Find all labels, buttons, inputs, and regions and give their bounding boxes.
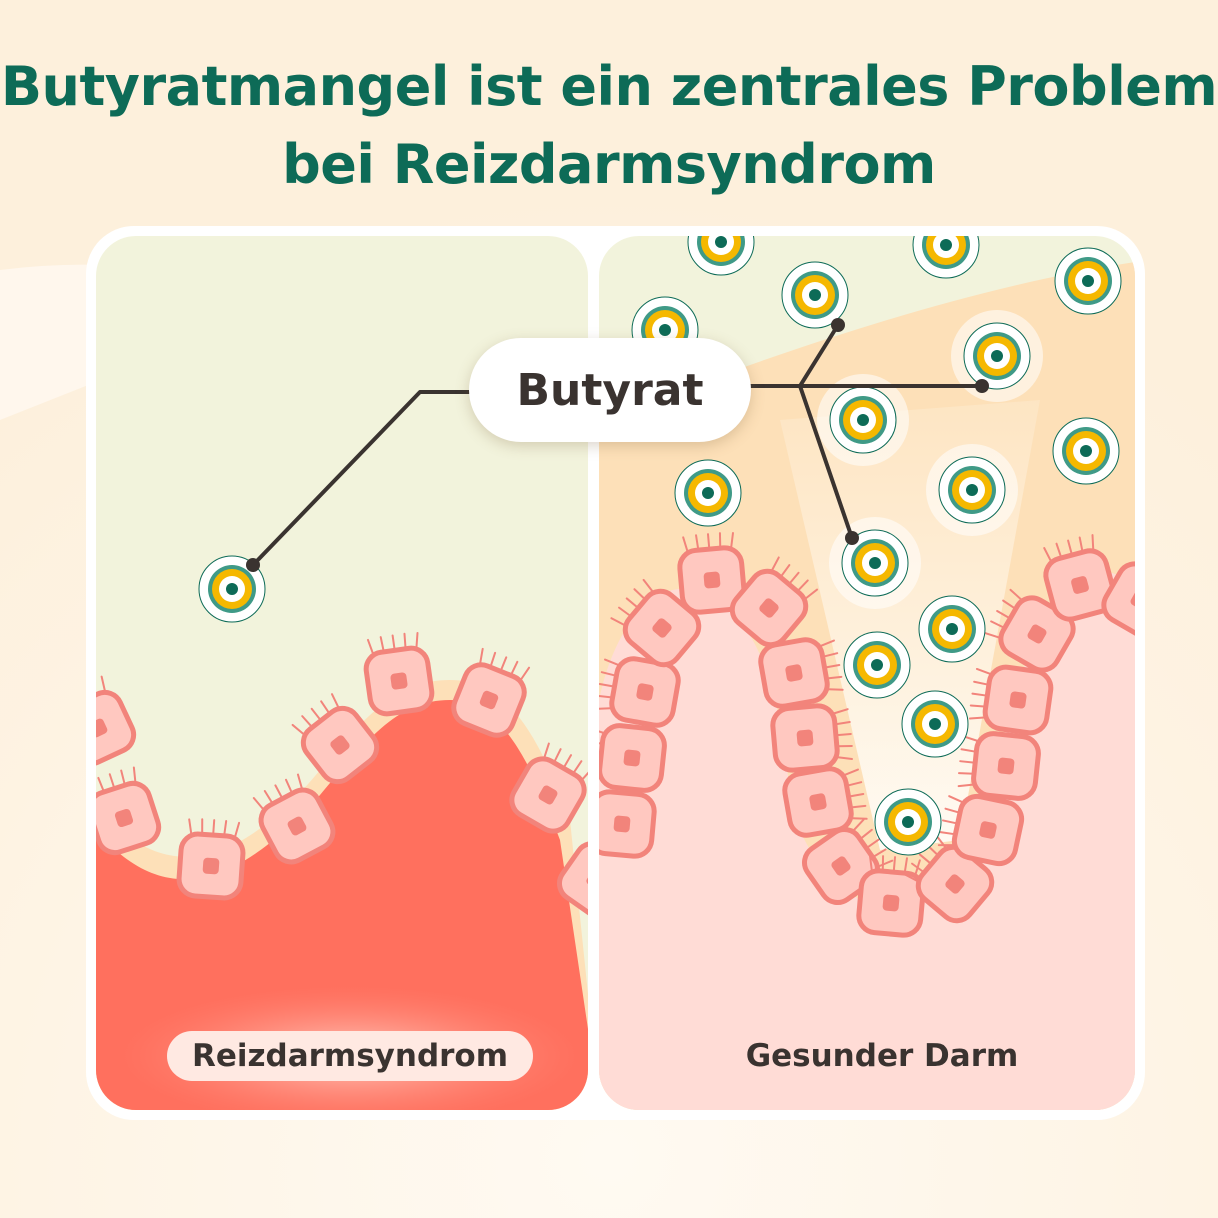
butyrate-cell xyxy=(843,631,911,699)
butyrate-cell xyxy=(912,236,980,279)
title-line-2: bei Reizdarmsyndrom xyxy=(282,133,936,196)
butyrate-cell xyxy=(963,322,1031,390)
label-healthy: Gesunder Darm xyxy=(745,1038,1019,1074)
healthy-tissue xyxy=(599,570,1135,1110)
butyrate-cell xyxy=(1052,417,1120,485)
butyrate-cell xyxy=(918,595,986,663)
callout-connectors xyxy=(251,323,984,567)
butyrate-cell xyxy=(874,788,942,856)
butyrate-cell xyxy=(1054,247,1122,315)
butyrate-cell xyxy=(938,456,1006,524)
connector-dots xyxy=(246,318,989,572)
title-line-1: Butyratmangel ist ein zentrales Problem xyxy=(0,55,1218,118)
panel-ibs xyxy=(96,236,588,1110)
butyrate-cell xyxy=(687,236,755,276)
label-ibs: Reizdarmsyndrom xyxy=(167,1031,533,1081)
butyrate-callout: Butyrat xyxy=(469,338,751,442)
page-title: Butyratmangel ist ein zentrales Problem … xyxy=(0,48,1218,204)
butyrate-cell xyxy=(674,459,742,527)
butyrate-cell xyxy=(829,386,897,454)
butyrate-cell xyxy=(901,690,969,758)
